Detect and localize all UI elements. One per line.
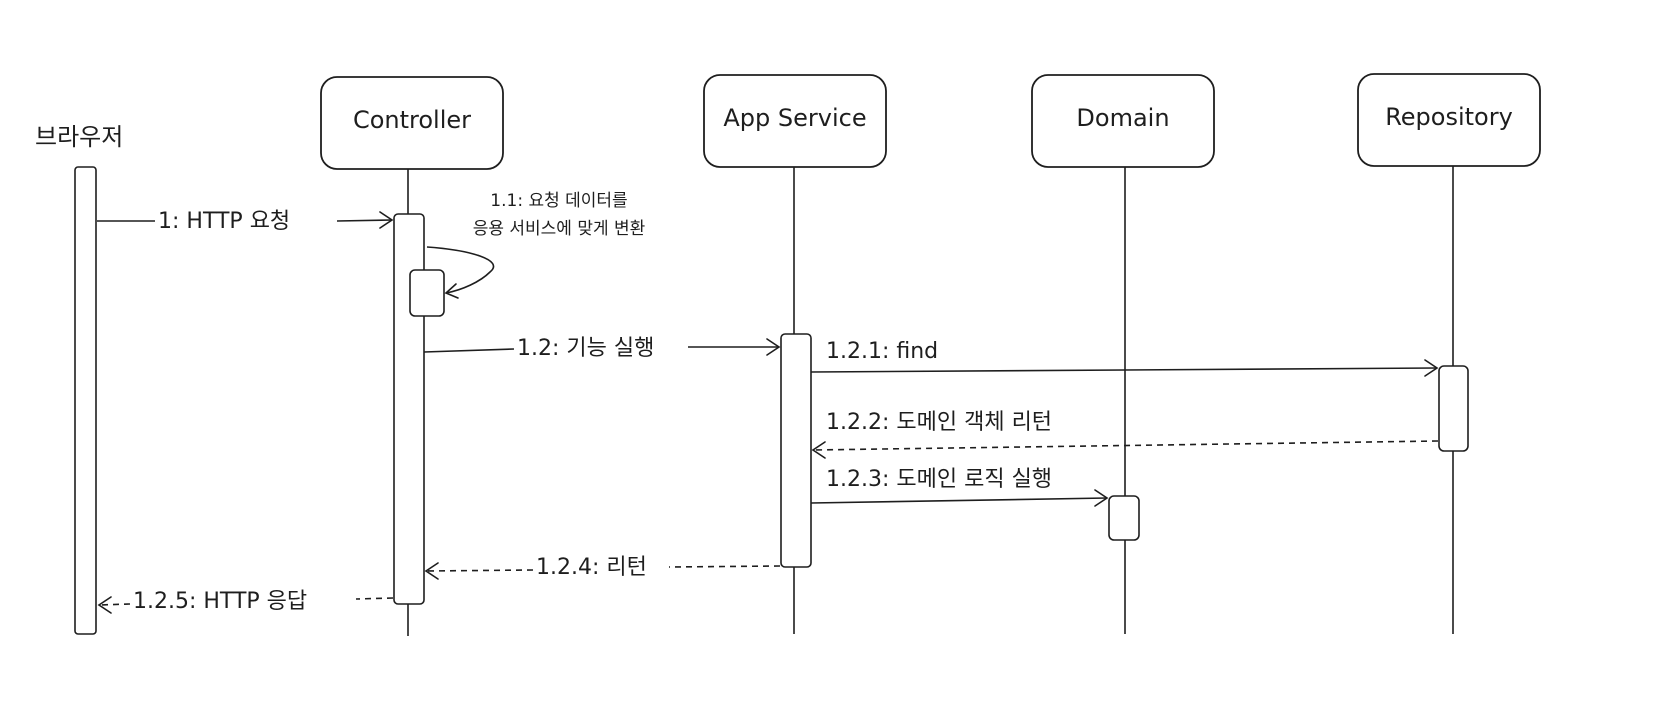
message-label-1-2-3: 1.2.3: 도메인 로직 실행 — [826, 467, 1052, 492]
activation-controller-self — [409, 269, 445, 317]
message-label-1-2-1: 1.2.1: find — [826, 339, 938, 364]
message-label-1-2-5: 1.2.5: HTTP 응답 — [133, 589, 307, 614]
message-1-http-request: 1: HTTP 요청 — [97, 209, 394, 234]
message-1-2-2-return-domain-object: 1.2.2: 도메인 객체 리턴 — [811, 410, 1439, 459]
participant-controller: Controller — [320, 76, 504, 170]
activation-domain — [1108, 495, 1140, 541]
participant-label-browser: 브라우저 — [35, 123, 123, 151]
participant-label-controller: Controller — [353, 106, 471, 134]
message-1-2-execute: 1.2: 기능 실행 — [423, 336, 781, 361]
message-label-1-1-line1: 1.1: 요청 데이터를 — [490, 191, 627, 211]
message-1-2-1-find: 1.2.1: find — [810, 339, 1439, 377]
activation-app-service — [780, 333, 812, 568]
message-label-1-2: 1.2: 기능 실행 — [517, 336, 654, 361]
message-label-1: 1: HTTP 요청 — [158, 209, 290, 234]
participant-app-service: App Service — [703, 74, 887, 168]
message-1-2-5-http-response: 1.2.5: HTTP 응답 — [97, 589, 394, 614]
message-1-2-4-return: 1.2.4: 리턴 — [424, 555, 781, 580]
activation-browser — [74, 166, 97, 635]
participant-label-app-service: App Service — [723, 104, 866, 132]
participant-label-domain: Domain — [1076, 104, 1169, 132]
message-1-1-self-call: 1.1: 요청 데이터를 응용 서비스에 맞게 변환 — [426, 191, 646, 299]
message-label-1-2-2: 1.2.2: 도메인 객체 리턴 — [826, 410, 1052, 435]
activation-repository — [1438, 365, 1469, 452]
message-label-1-2-4: 1.2.4: 리턴 — [536, 555, 647, 580]
participant-repository: Repository — [1357, 73, 1541, 167]
message-1-2-3-domain-logic: 1.2.3: 도메인 로직 실행 — [810, 467, 1109, 507]
participant-label-repository: Repository — [1385, 103, 1513, 131]
message-label-1-1-line2: 응용 서비스에 맞게 변환 — [473, 219, 646, 239]
participant-domain: Domain — [1031, 74, 1215, 168]
